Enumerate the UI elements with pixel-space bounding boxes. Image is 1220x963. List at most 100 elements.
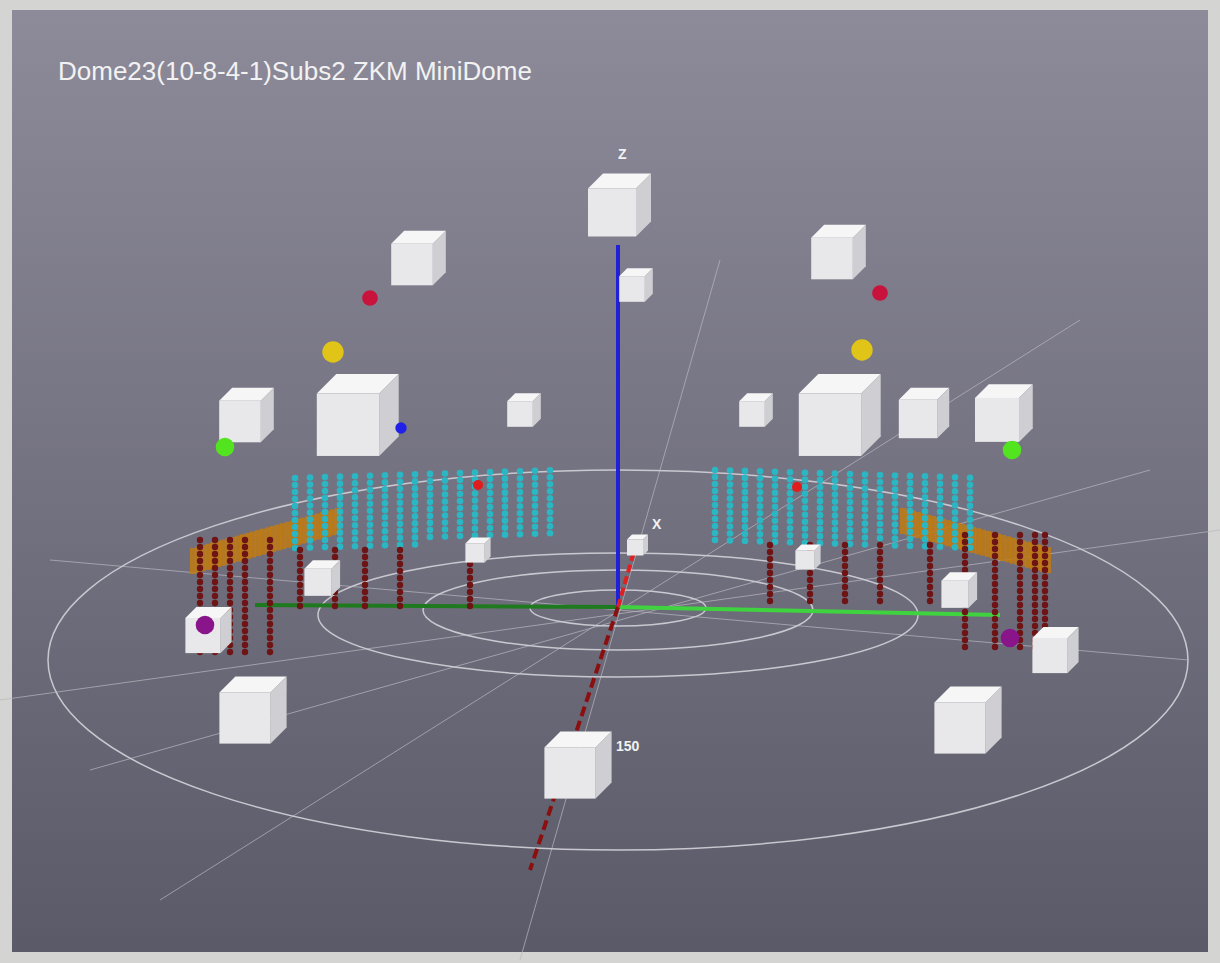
trajectory-dot [952,530,959,537]
trajectory-dot [787,518,794,525]
trajectory-dot [892,493,899,500]
trajectory-dot [397,589,403,595]
trajectory-dot [772,511,779,518]
trajectory-dot [352,487,359,494]
trajectory-dot [517,524,524,531]
trajectory-dot [847,471,854,478]
trajectory-dot [502,489,509,496]
trajectory-dot [962,623,968,629]
trajectory-dot [892,542,899,549]
trajectory-dot [442,484,449,491]
trajectory-dot [802,497,809,504]
trajectory-dot [757,524,764,531]
trajectory-dot [1032,532,1038,538]
trajectory-dot [1032,616,1038,622]
trajectory-dot [807,591,813,597]
trajectory-dot [307,516,314,523]
trajectory-dot [212,579,218,585]
trajectory-dot [757,496,764,503]
trajectory-dot [727,509,734,516]
trajectory-dot [1042,588,1048,594]
trajectory-dot [967,481,974,488]
trajectory-dot [517,482,524,489]
trajectory-dot [842,570,848,576]
trajectory-dot [292,517,299,524]
trajectory-dot [337,473,344,480]
trajectory-dot [832,526,839,533]
trajectory-dot [502,517,509,524]
trajectory-dot [297,547,303,553]
trajectory-dot [307,481,314,488]
trajectory-dot [877,535,884,542]
x-axis [618,548,635,607]
trajectory-dot [1017,609,1023,615]
trajectory-dot [727,474,734,481]
trajectory-dot [992,539,998,545]
trajectory-dot [937,494,944,501]
speaker-cube [975,384,1033,442]
trajectory-dot [802,511,809,518]
trajectory-dot [962,630,968,636]
trajectory-dot [1042,595,1048,601]
trajectory-dot [337,522,344,529]
trajectory-dot [992,567,998,573]
trajectory-dot [817,498,824,505]
trajectory-dot [862,541,869,548]
trajectory-dot [832,484,839,491]
trajectory-dot [442,491,449,498]
trajectory-dot [712,474,719,481]
trajectory-dot [962,546,968,552]
trajectory-dot [787,539,794,546]
trajectory-dot [367,514,374,521]
trajectory-dot [427,527,434,534]
trajectory-dot [307,488,314,495]
trajectory-dot [962,539,968,545]
trajectory-dot [877,542,883,548]
trajectory-dot [292,482,299,489]
trajectory-dot [962,616,968,622]
trajectory-dot [332,603,338,609]
trajectory-dot [547,495,554,502]
trajectory-dot [382,500,389,507]
trajectory-dot [952,495,959,502]
trajectory-dot [547,530,554,537]
trajectory-dot [937,501,944,508]
trajectory-dot [242,607,248,613]
trajectory-dot [967,509,974,516]
trajectory-dot [877,493,884,500]
trajectory-dot [847,492,854,499]
trajectory-dot [937,529,944,536]
trajectory-dot [1032,553,1038,559]
trajectory-dot [362,575,368,581]
trajectory-dot [242,579,248,585]
trajectory-dot [712,537,719,544]
trajectory-dot [442,498,449,505]
trajectory-dot [742,517,749,524]
trajectory-dot [267,537,273,543]
trajectory-dot [412,506,419,513]
trajectory-dot [367,542,374,549]
trajectory-dot [877,479,884,486]
trajectory-dot [922,536,929,543]
trajectory-dot [832,512,839,519]
trajectory-dot [307,474,314,481]
source-dot [322,341,343,362]
trajectory-dot [847,534,854,541]
trajectory-dot [547,474,554,481]
trajectory-dot [352,501,359,508]
trajectory-dot [1017,602,1023,608]
trajectory-dot [952,509,959,516]
trajectory-dot [907,487,914,494]
trajectory-dot [472,504,479,511]
speaker-cube [619,268,653,302]
trajectory-dot [937,515,944,522]
trajectory-dot [332,596,338,602]
trajectory-dot [742,475,749,482]
trajectory-dot [862,506,869,513]
trajectory-dot [862,485,869,492]
trajectory-dot [307,530,314,537]
trajectory-dot [397,493,404,500]
trajectory-dot [212,537,218,543]
speaker-cube [588,174,651,237]
trajectory-dot [817,526,824,533]
